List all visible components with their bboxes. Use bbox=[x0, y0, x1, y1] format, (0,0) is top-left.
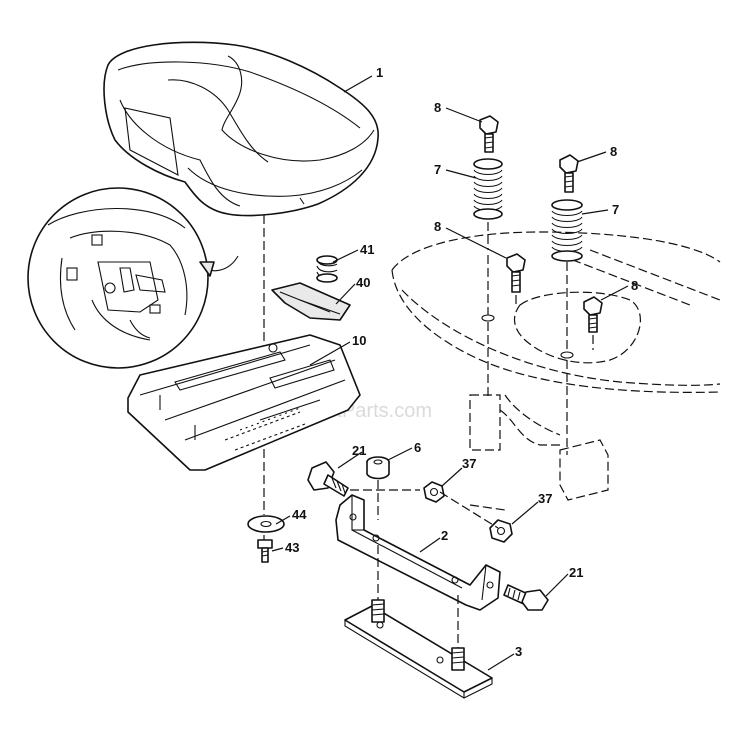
callout-clip: 40 bbox=[356, 275, 370, 290]
callout-bracket: 2 bbox=[441, 528, 448, 543]
callout-nut-left: 37 bbox=[462, 456, 476, 471]
detail-inset bbox=[27, 187, 239, 369]
spacer bbox=[366, 456, 390, 480]
callout-bolt-mid-right: 8 bbox=[631, 278, 638, 293]
seat bbox=[103, 41, 379, 217]
fender bbox=[391, 231, 721, 501]
seat-clip bbox=[271, 282, 351, 321]
callout-bolt-top-left: 8 bbox=[434, 100, 441, 115]
nut-right bbox=[489, 519, 513, 543]
callout-bolt-right: 21 bbox=[569, 565, 583, 580]
seat-pan-slots bbox=[224, 407, 306, 451]
callout-seat: 1 bbox=[376, 65, 383, 80]
washer bbox=[247, 515, 285, 533]
callout-spring-right: 7 bbox=[612, 202, 619, 217]
callout-spacer: 6 bbox=[414, 440, 421, 455]
callout-bolt-top-right: 8 bbox=[610, 144, 617, 159]
seat-pan bbox=[127, 334, 361, 471]
callout-spring-left: 7 bbox=[434, 162, 441, 177]
spring-bolt-stack-left bbox=[473, 115, 526, 400]
callout-nut-right: 37 bbox=[538, 491, 552, 506]
bolt-left bbox=[307, 461, 349, 497]
mounting-bracket bbox=[335, 494, 501, 611]
alignment-lines-bracket bbox=[350, 480, 506, 529]
callout-washer: 44 bbox=[292, 507, 307, 522]
callout-seat-pan: 10 bbox=[352, 333, 366, 348]
callout-screw: 43 bbox=[285, 540, 299, 555]
nut-left bbox=[423, 481, 445, 503]
callout-small-spring: 41 bbox=[360, 242, 374, 257]
spring-bolt-stack-right bbox=[551, 154, 603, 455]
base-plate bbox=[344, 599, 493, 699]
callout-bolt-mid-left: 8 bbox=[434, 219, 441, 234]
small-spring bbox=[316, 255, 338, 283]
spring-right bbox=[551, 199, 583, 262]
bolt-right bbox=[503, 584, 549, 611]
leader-lines bbox=[271, 75, 629, 671]
callout-labels: 1 8 7 8 8 7 8 41 40 10 21 6 37 37 2 21 3… bbox=[285, 65, 638, 659]
callout-base-plate: 3 bbox=[515, 644, 522, 659]
callout-bolt-left: 21 bbox=[352, 443, 366, 458]
spring-left bbox=[473, 158, 503, 220]
screw bbox=[257, 539, 273, 563]
